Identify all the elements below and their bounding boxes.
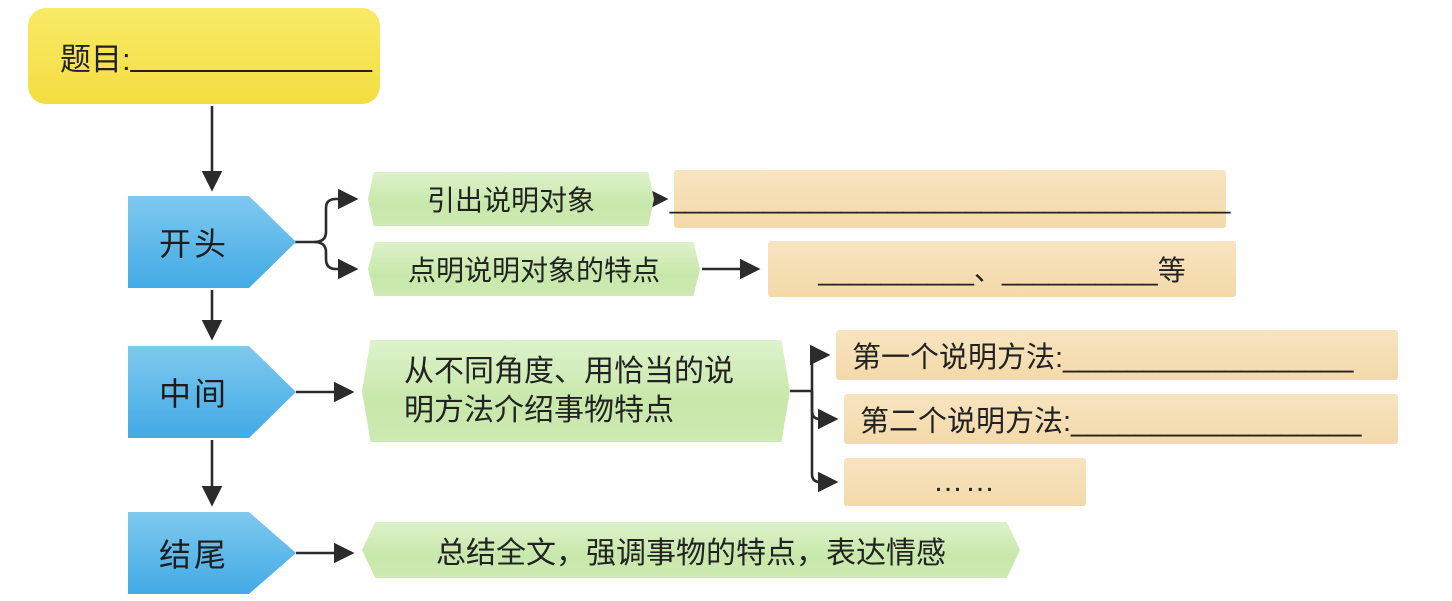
method2-text: 第二个说明方法:__________________ (860, 406, 1362, 438)
arrow-desc-to-method1 (809, 344, 831, 391)
branch2-label: 点明说明对象的特点 (407, 255, 660, 286)
method2-box: 第二个说明方法:__________________ (844, 394, 1398, 444)
arrow-desc-to-method2 (810, 391, 839, 430)
branch2-blank-box: __________、__________等 (768, 241, 1236, 297)
arrow-beginning-to-branch1 (313, 188, 359, 244)
middle-description: 从不同角度、用恰当的说明方法介绍事物特点 (404, 355, 734, 427)
arrow-beginning-to-branch2 (313, 240, 359, 280)
method3-ellipsis-box: …… (844, 458, 1086, 506)
stage-ending-label: 结尾 (158, 537, 229, 573)
title-blank: ______________ (130, 38, 372, 73)
arrow-desc-to-method3 (810, 391, 839, 493)
method1-text: 第一个说明方法:__________________ (852, 342, 1354, 374)
stage-middle: 中间 (128, 346, 296, 438)
stage-beginning-label: 开头 (158, 226, 229, 262)
branch1-blank-box: ____________________________________ (670, 170, 1230, 228)
middle-description-box: 从不同角度、用恰当的说明方法介绍事物特点 (362, 340, 790, 442)
branch1-label: 引出说明对象 (426, 185, 595, 216)
branch2-label-box: 点明说明对象的特点 (368, 242, 700, 296)
stage-middle-label: 中间 (158, 376, 229, 412)
stage-beginning: 开头 (128, 196, 296, 288)
title-label: 题目: (60, 41, 131, 77)
ending-summary-box: 总结全文，强调事物的特点，表达情感 (362, 522, 1020, 578)
branch2-blank: __________、__________等 (818, 255, 1186, 286)
method3-ellipsis: …… (933, 465, 997, 498)
method1-box: 第一个说明方法:__________________ (836, 330, 1398, 380)
branch1-blank: ____________________________________ (669, 183, 1231, 214)
branch1-label-box: 引出说明对象 (368, 172, 654, 226)
stage-ending: 结尾 (128, 512, 296, 594)
ending-summary: 总结全文，强调事物的特点，表达情感 (436, 537, 946, 570)
title-box: 题目:______________ (28, 8, 380, 104)
